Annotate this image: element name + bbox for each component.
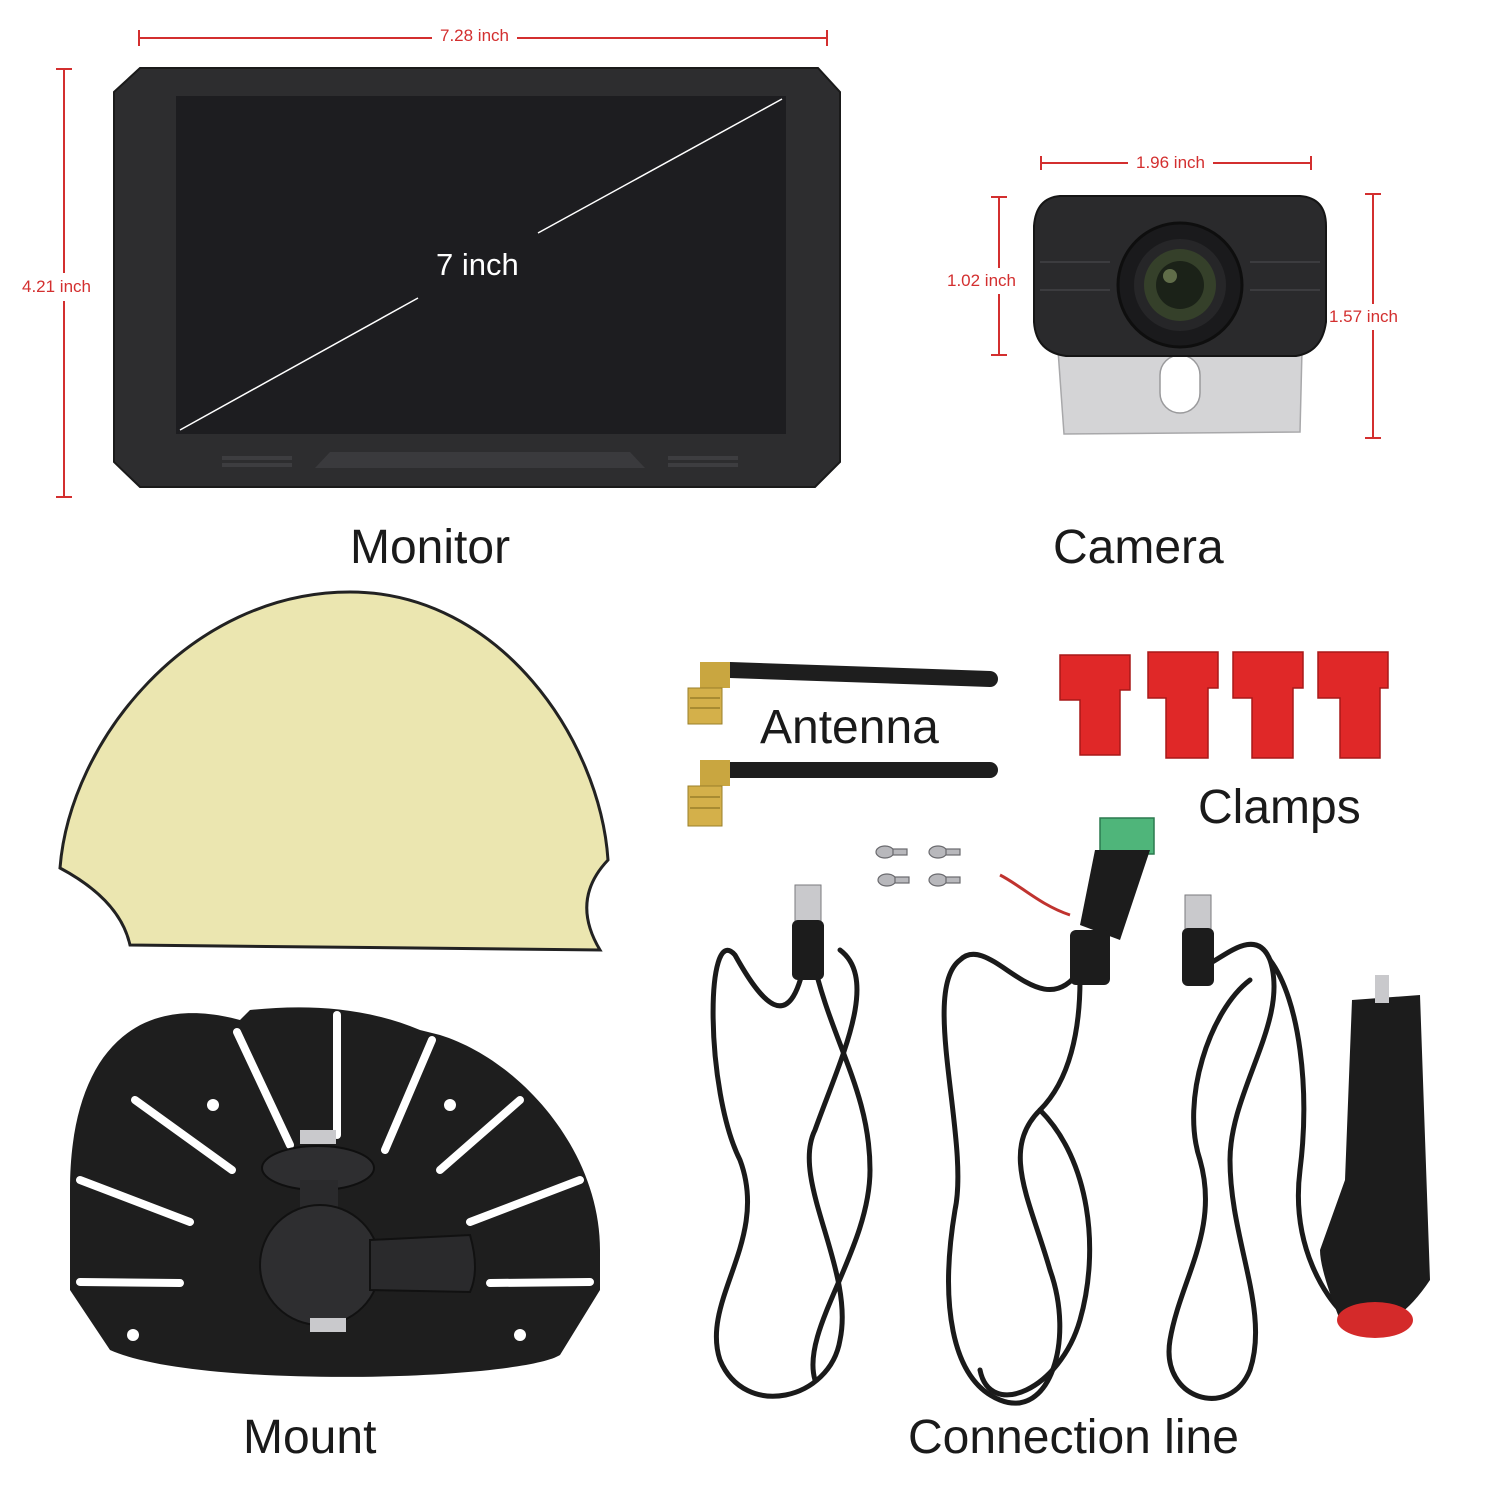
clamp-icon [1059,651,1389,759]
connection-label: Connection line [908,1411,1239,1464]
camera-label: Camera [1053,521,1224,574]
monitor-label: Monitor [350,521,511,574]
clamps-label: Clamps [1198,781,1361,834]
monitor-height-dimension: 4.21 inch [22,273,91,301]
camera-body-height-dimension: 1.02 inch [947,268,1016,294]
camera-total-height-dimension: 1.57 inch [1329,304,1398,330]
camera-width-dimension: 1.96 inch [1128,153,1213,173]
antenna-label: Antenna [760,701,939,754]
monitor-width-dimension: 7.28 inch [432,26,517,46]
mount-label: Mount [243,1411,377,1464]
monitor-diagonal-label: 7 inch [436,247,519,282]
